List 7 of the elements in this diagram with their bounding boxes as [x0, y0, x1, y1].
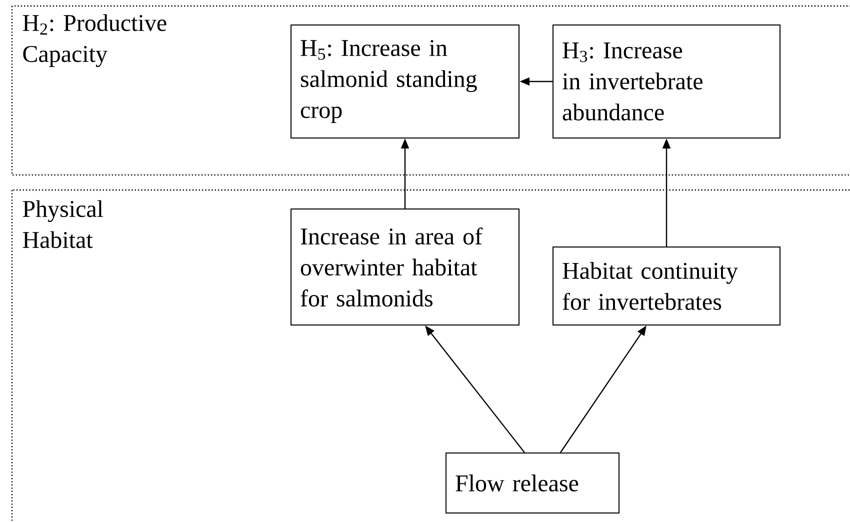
process-box: Habitat continuity for invertebrates [552, 246, 781, 326]
process-box: Increase in area of overwinter habitat for salmonids [290, 208, 520, 326]
process-box: H$_{3}$: Increase in invertebrate abundance [552, 24, 781, 138]
band-heading: Physical Habitat [22, 200, 104, 248]
process-box: H$_{5}$: Increase in salmonid standing crop [290, 24, 520, 138]
band-heading: H$_{2}$: Productive Capacity [22, 14, 166, 68]
process-box: Flow release [446, 452, 620, 514]
